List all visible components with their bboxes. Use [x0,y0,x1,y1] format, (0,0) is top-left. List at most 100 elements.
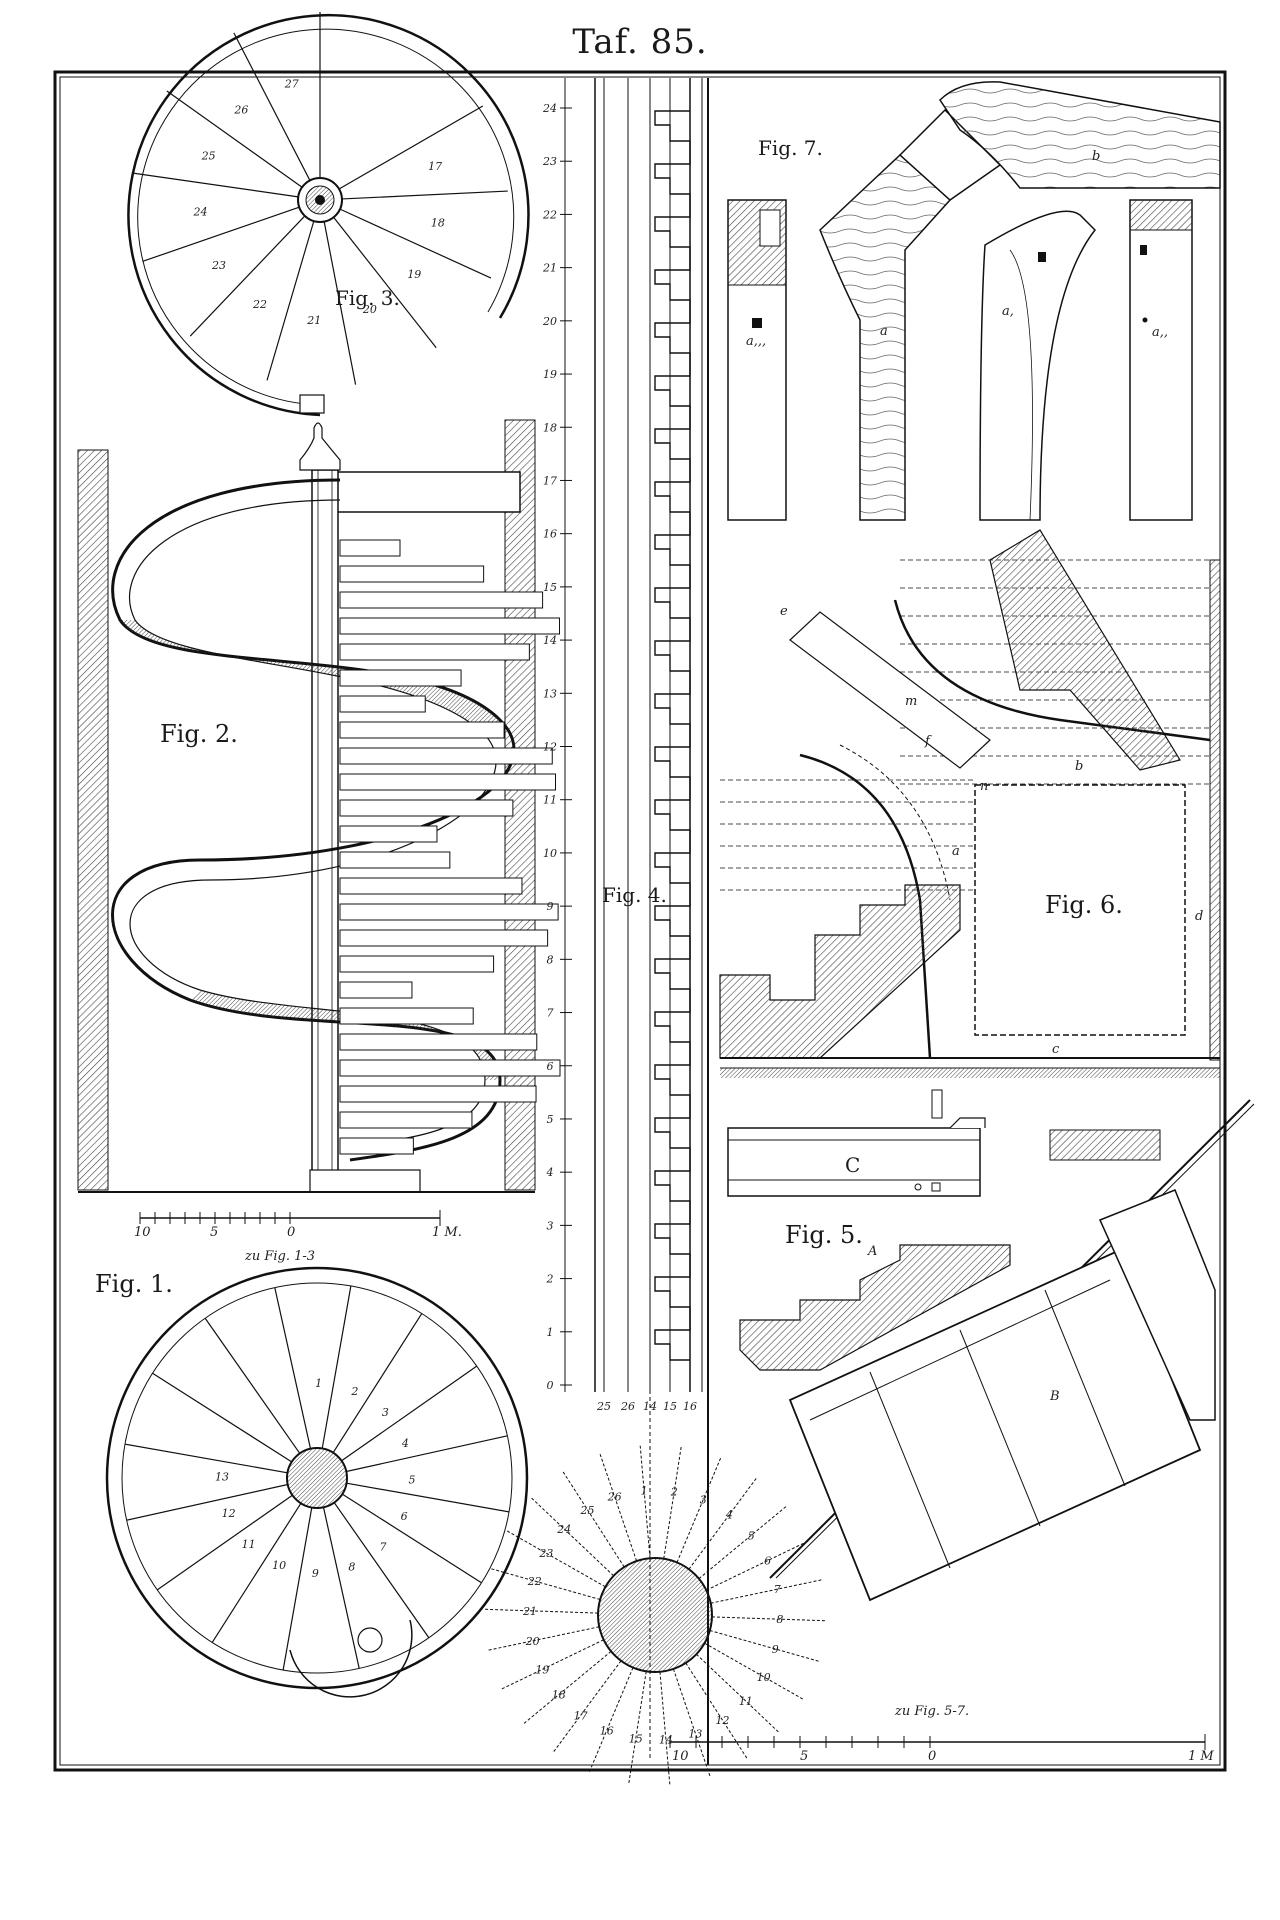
fig4-ruler-number: 17 [543,474,557,487]
fig3-step-number: 21 [306,314,321,327]
fig2-tread [339,1111,473,1129]
star-ray [501,1639,604,1690]
right-scale-tick-10: 10 [672,1749,689,1764]
star-step-number: 20 [525,1635,540,1648]
fig4-ruler-number: 9 [547,900,554,913]
fig1-spoke [341,1493,482,1584]
star-ray [672,1668,711,1777]
fig2-tread [339,669,462,687]
fig6-letter-f: f [924,734,932,749]
fig1-spoke [282,1507,313,1671]
fig4-ruler-number: 0 [547,1379,554,1392]
fig4-ruler-number: 7 [547,1007,554,1020]
fig3-step-number: 18 [431,217,445,230]
star-step-number: 15 [629,1733,643,1746]
fig4-ruler-number: 11 [543,794,557,807]
fig4-base-number: 15 [663,1400,677,1413]
fig4-label: Fig. 4. [602,883,667,907]
fig1-step-number: 10 [272,1559,286,1572]
fig4-ruler-number: 12 [543,741,557,754]
right-scale-tick-1m: 1 M [1188,1749,1214,1764]
star-step-number: 23 [538,1547,553,1560]
fig1-spoke [332,1313,423,1454]
star-ray [639,1445,651,1559]
fig3-step-number: 17 [428,160,442,173]
fig3-spoke [266,220,315,381]
star-step-number: 25 [579,1504,594,1517]
fig2-tread [339,981,413,999]
fig2-tread [339,721,505,739]
star-ray [553,1660,622,1752]
fig3-step-number: 22 [252,298,267,311]
star-step-number: 2 [670,1485,678,1498]
fig4-ruler-number: 1 [547,1326,554,1339]
fig7-label: Fig. 7. [758,136,823,160]
fig3-step-number: 23 [211,259,226,272]
fig1-step-number: 1 [315,1377,322,1390]
fig4-base-number: 16 [683,1400,697,1413]
star-ray [696,1653,779,1733]
fig6-letter-n: n [980,779,988,794]
star-step-number: 11 [739,1695,753,1708]
fig3-spoke [233,32,311,181]
fig1-step-number: 9 [312,1567,319,1580]
fig1-step-number: 11 [242,1538,256,1551]
fig6-section [719,529,1221,1078]
star-step-number: 8 [776,1613,783,1626]
fig2-tread [339,1007,474,1025]
fig1-spoke [321,1285,352,1449]
right-scale-caption: zu Fig. 5-7. [894,1704,969,1719]
star-step-number: 16 [600,1724,614,1737]
fig4-ruler-number: 8 [547,953,554,966]
left-scale-bar: 10 5 0 1 M. zu Fig. 1-3 [134,1210,462,1264]
fig6-letter-b: b [1075,759,1083,774]
star-step-number: 12 [716,1714,730,1727]
fig3-spoke [166,90,303,188]
fig3-spoke [339,208,492,279]
plate-title: Taf. 85. [572,22,708,62]
star-ray [685,1662,748,1759]
fig3-spoke [341,190,508,200]
star-ray [599,1453,638,1562]
star-step-number: 5 [748,1529,755,1542]
fig6-letter-d: d [1195,909,1203,924]
fig2-tread [339,695,426,713]
star-ray [523,1650,612,1724]
star-ray [663,1446,682,1559]
star-step-number: 14 [659,1734,673,1747]
fig2-tread [339,643,530,661]
fig3-step-number: 27 [284,77,299,90]
fig4-ruler-number: 4 [546,1166,554,1179]
left-scale-tick-1m: 1 M. [432,1225,462,1240]
fig1-spoke [322,1507,360,1669]
fig4-development: 0123456789101112131415161718192021222324… [542,78,703,1413]
fig2-tread [339,617,560,635]
fig1-step-number: 7 [379,1540,386,1553]
star-ray [506,1530,606,1588]
fig3-label: Fig. 3. [335,286,400,310]
star-ray [706,1540,809,1591]
fig1-step-number: 2 [350,1385,358,1398]
fig1-spoke [333,1502,430,1639]
star-ray [488,1626,600,1651]
fig1-spoke [124,1443,288,1474]
fig4-step-profile [654,110,691,1361]
star-ray [588,1667,634,1773]
fig2-elevation [77,419,561,1193]
star-step-number: 17 [574,1709,588,1722]
fig2-tread [339,929,549,947]
fig3-step-number: 19 [407,268,421,281]
fig1-spoke [156,1494,293,1591]
fig4-ruler-number: 19 [543,368,557,381]
fig4-ruler-number: 13 [543,687,557,700]
fig4-ruler-number: 14 [543,634,557,647]
star-ray [710,1579,822,1604]
fig6-letter-e: e [780,604,788,619]
fig6-letter-c: c [1052,1042,1060,1057]
fig2-tread [339,591,544,609]
fig1-spoke [346,1482,510,1513]
left-scale-tick-0: 0 [287,1225,295,1240]
fig1-spoke [274,1287,312,1449]
fig1-step-number: 5 [408,1474,415,1487]
